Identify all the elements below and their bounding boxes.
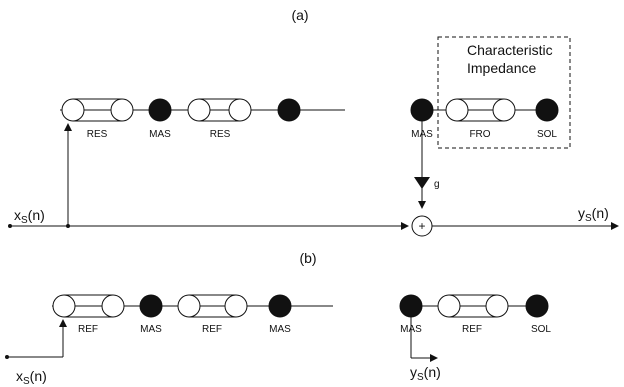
panel-a-label: (a) [291,7,308,23]
gain-triangle [414,177,430,189]
summer-sign: + [418,219,425,233]
mas-node-1 [148,98,172,122]
gain-label: g [434,179,440,190]
panel-b-label: (b) [299,250,316,266]
sol-node [535,98,559,122]
res-tube-1 [61,98,134,122]
panel-b-left-chain [52,294,333,318]
mas-node-b3 [399,294,423,318]
ref-label-3: REF [462,324,482,335]
ref-label-2: REF [202,324,222,335]
res-label-1: RES [87,129,108,140]
ref-tube-2 [177,294,248,318]
mas-label-b1: MAS [140,324,162,335]
res-tube-2 [187,98,252,122]
box-title-line1: Characteristic [467,42,553,58]
fro-tube [445,98,516,122]
mas-node-b2 [268,294,292,318]
output-label-b: yS(n) [410,364,441,383]
ref-tube-1 [52,294,125,318]
sol-label-b: SOL [531,324,551,335]
fro-label: FRO [469,129,490,140]
sol-node-b [525,294,549,318]
input-label-b: xS(n) [16,368,47,387]
res-label-2: RES [210,129,231,140]
output-label-a: yS(n) [578,205,609,224]
panel-a-left-chain [60,98,345,122]
panel-a-right-chain [410,98,559,122]
mas-label-1: MAS [149,129,171,140]
box-title-line2: Impedance [467,60,536,76]
mas-node-3 [410,98,434,122]
mas-node-b1 [139,294,163,318]
ref-label-1: REF [78,324,98,335]
characteristic-impedance-box [437,36,571,149]
input-label-a: xS(n) [14,207,45,226]
panel-b-right-chain [399,294,549,318]
sol-label: SOL [537,129,557,140]
mas-label-b2: MAS [269,324,291,335]
ref-tube-3 [437,294,509,318]
mas-node-2 [277,98,301,122]
